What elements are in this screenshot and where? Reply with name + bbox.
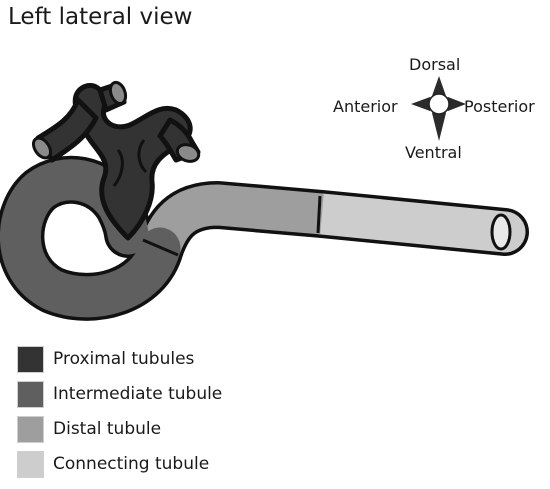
legend: Proximal tubules Intermediate tubule Dis… <box>17 345 223 486</box>
tubule-opening <box>490 213 512 251</box>
compass-label-posterior: Posterior <box>464 97 535 116</box>
legend-swatch <box>17 345 44 373</box>
legend-label: Distal tubule <box>53 419 162 439</box>
legend-swatch <box>17 415 44 443</box>
compass-label-anterior: Anterior <box>333 97 398 116</box>
compass-label-ventral: Ventral <box>405 143 462 162</box>
legend-item-proximal: Proximal tubules <box>17 345 222 373</box>
legend-item-intermediate: Intermediate tubule <box>17 380 223 408</box>
legend-swatch <box>17 380 44 408</box>
compass-label-dorsal: Dorsal <box>409 55 461 74</box>
segment-divider <box>316 195 322 234</box>
compass-rose-icon <box>411 76 466 141</box>
segment-divider <box>142 238 179 257</box>
proximal-tubules <box>31 80 201 241</box>
legend-label: Connecting tubule <box>53 454 210 474</box>
legend-label: Proximal tubules <box>53 349 195 369</box>
distal-tubule <box>140 184 324 256</box>
legend-swatch <box>17 450 44 478</box>
legend-label: Intermediate tubule <box>53 384 223 404</box>
diagram-title: Left lateral view <box>8 4 193 30</box>
legend-item-connecting: Connecting tubule <box>17 450 222 478</box>
connecting-tubule <box>301 193 526 253</box>
legend-item-distal: Distal tubule <box>17 415 222 443</box>
